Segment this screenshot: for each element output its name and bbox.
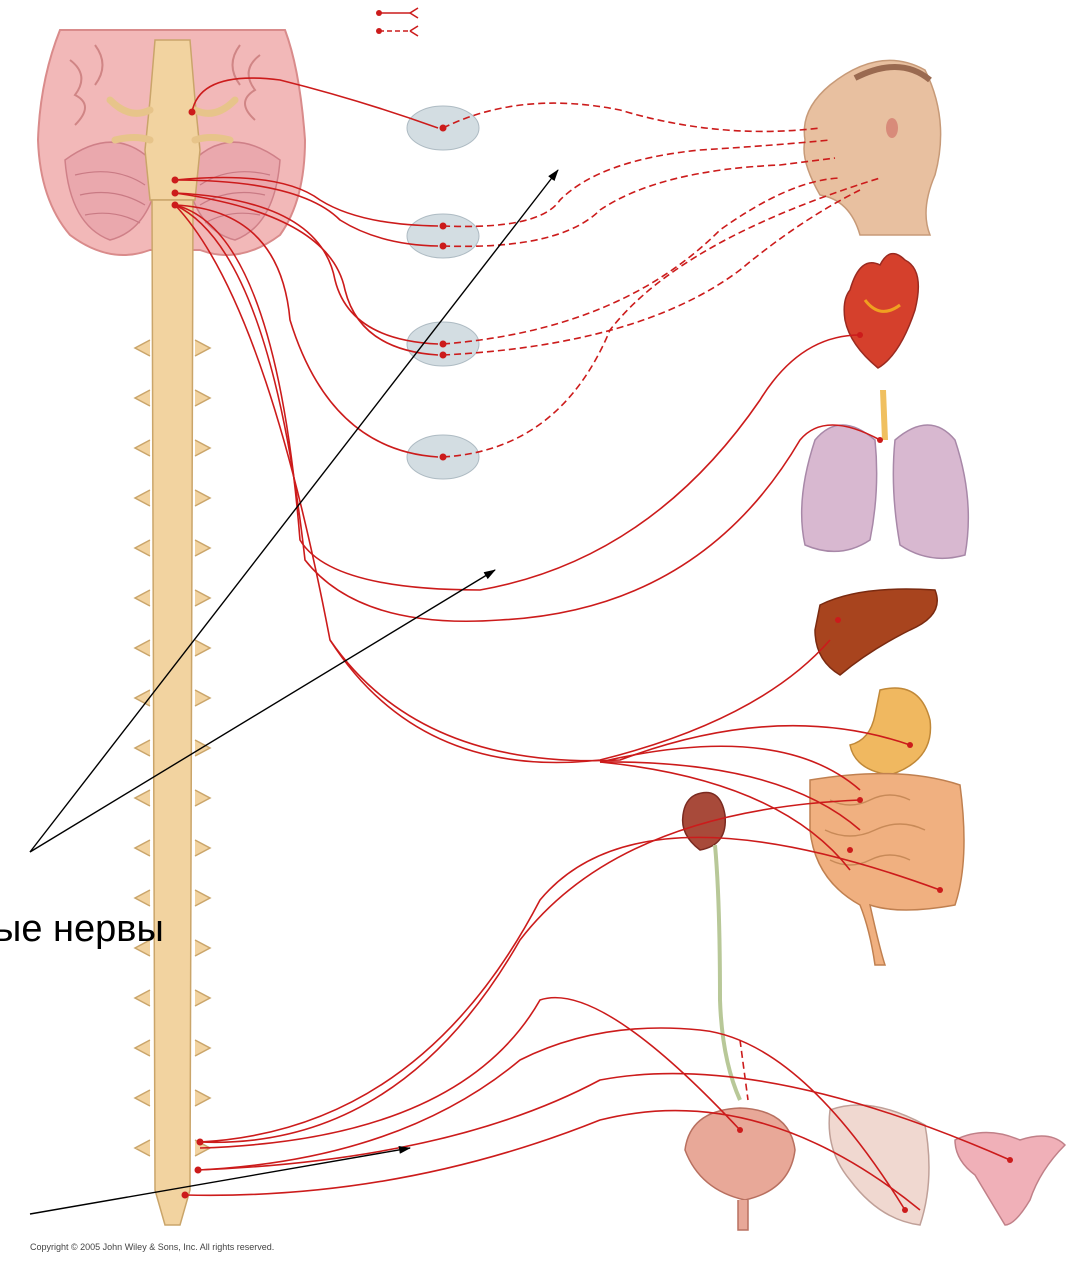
legend [376, 8, 418, 36]
digestive-illustration [810, 688, 964, 965]
nerves-label: ые нервы [0, 908, 164, 951]
legend-preganglionic [376, 8, 418, 18]
arrow-to-vagus-nerve [30, 570, 495, 852]
arrow-to-cranial-nerves [30, 170, 558, 852]
spinal-cord-illustration [135, 200, 210, 1225]
postganglionic-fibers [443, 103, 880, 1100]
copyright-text: Copyright © 2005 John Wiley & Sons, Inc.… [30, 1242, 274, 1252]
bladder-illustration [685, 1108, 795, 1230]
lungs-illustration [802, 390, 969, 558]
legend-postganglionic [376, 26, 418, 36]
arrow-to-sacral-nerves [30, 1148, 410, 1214]
liver-illustration [815, 589, 937, 675]
uterus-illustration [955, 1133, 1065, 1226]
head-illustration [804, 60, 941, 235]
reproductive-illustration [829, 1105, 929, 1225]
ganglion-pterygopalatine [407, 214, 479, 258]
ganglia [407, 106, 479, 479]
annotation-arrows [30, 170, 558, 1214]
heart-illustration [844, 254, 918, 368]
